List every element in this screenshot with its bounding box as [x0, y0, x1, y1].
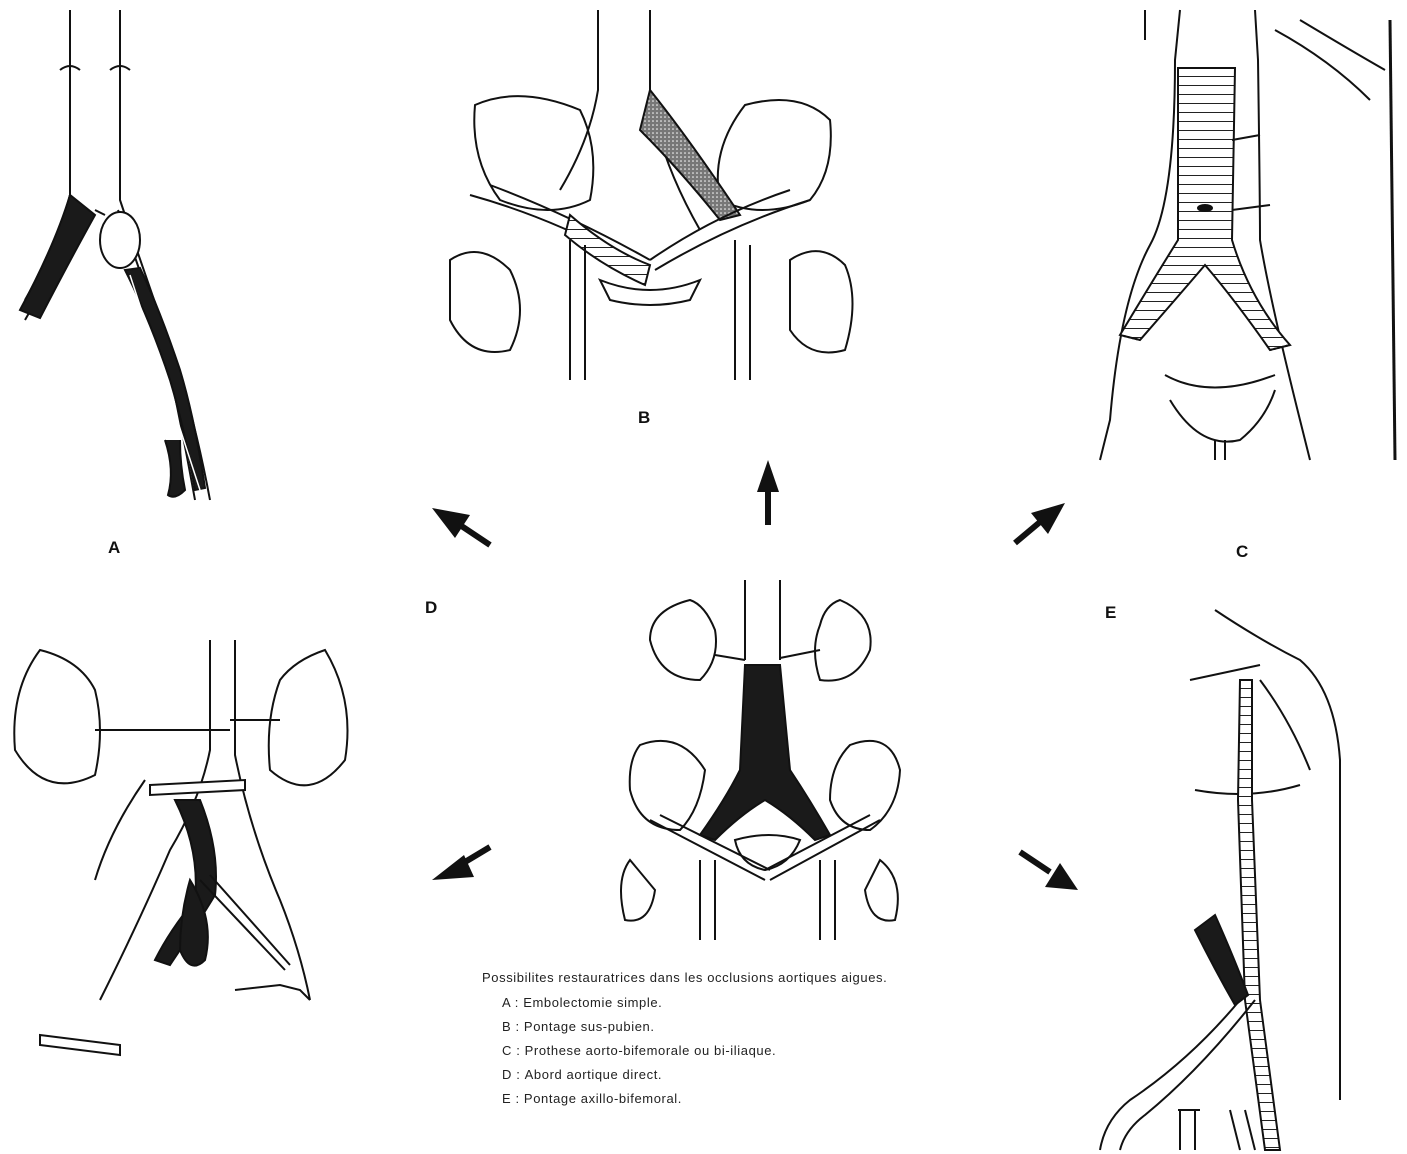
arrow-to-c: [1015, 503, 1065, 543]
arrow-to-a: [432, 508, 490, 545]
center-drawing: [621, 580, 900, 940]
caption-text: Pontage axillo-bifemoral.: [524, 1091, 682, 1106]
panel-d-drawing: [14, 640, 347, 1055]
caption-key: B :: [502, 1019, 520, 1034]
aortic-occlusion: [700, 665, 830, 840]
arrow-to-b: [757, 460, 779, 525]
occluded-iliac-left: [20, 195, 95, 318]
panel-d-label: D: [425, 598, 437, 618]
suprapubic-graft: [565, 215, 650, 285]
aorto-iliac-occlusion: [640, 90, 740, 220]
arrow-to-e: [1020, 852, 1078, 890]
caption-title: Possibilites restauratrices dans les occ…: [482, 970, 887, 985]
embolus-balloon: [100, 212, 140, 268]
panel-c-label: C: [1236, 542, 1248, 562]
figure-caption: Possibilites restauratrices dans les occ…: [482, 970, 887, 1115]
caption-item-e: E : Pontage axillo-bifemoral.: [502, 1091, 887, 1106]
panel-c-drawing: [1100, 10, 1395, 460]
arrow-to-d: [432, 847, 490, 880]
caption-key: E :: [502, 1091, 520, 1106]
panel-e-label: E: [1105, 603, 1116, 623]
panel-e-drawing: [1100, 610, 1340, 1150]
caption-item-c: C : Prothese aorto-bifemorale ou bi-ilia…: [502, 1043, 887, 1058]
caption-item-d: D : Abord aortique direct.: [502, 1067, 887, 1082]
caption-text: Pontage sus-pubien.: [524, 1019, 655, 1034]
caption-key: C :: [502, 1043, 520, 1058]
axillo-femoral-graft: [1238, 680, 1280, 1150]
caption-text: Embolectomie simple.: [523, 995, 662, 1010]
occluded-iliac-right: [125, 268, 205, 490]
panel-b-label: B: [638, 408, 650, 428]
panel-a-label: A: [108, 538, 120, 558]
panel-b-drawing: [450, 10, 853, 380]
caption-text: Abord aortique direct.: [525, 1067, 663, 1082]
caption-text: Prothese aorto-bifemorale ou bi-iliaque.: [525, 1043, 777, 1058]
caption-key: A :: [502, 995, 519, 1010]
panel-a-drawing: [20, 10, 210, 500]
caption-item-a: A : Embolectomie simple.: [502, 995, 887, 1010]
caption-key: D :: [502, 1067, 520, 1082]
thrombosed-artery: [1195, 915, 1248, 1005]
caption-item-b: B : Pontage sus-pubien.: [502, 1019, 887, 1034]
